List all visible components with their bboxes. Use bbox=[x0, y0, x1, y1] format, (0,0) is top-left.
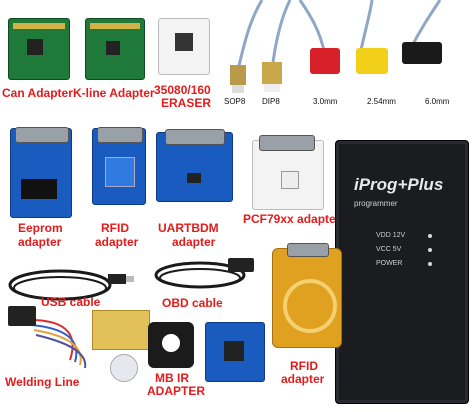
device-brand: iProg+Plus bbox=[354, 175, 444, 194]
mm254-label: 2.54mm bbox=[367, 97, 396, 106]
kline-adapter-board bbox=[85, 18, 145, 80]
device-led1-label: VDD 12V bbox=[376, 232, 406, 239]
pcf-adapter-board bbox=[252, 135, 324, 210]
eeprom-label-1: Eeprom bbox=[18, 221, 63, 235]
pcf-label: PCF79xx adapter bbox=[243, 212, 341, 226]
usb-label: USB cable bbox=[41, 295, 101, 309]
plug-yellow bbox=[356, 48, 388, 74]
sop8-label: SOP8 bbox=[224, 97, 246, 106]
uartbdm-label-1: UARTBDM bbox=[158, 221, 219, 235]
rfid-adapter-board bbox=[92, 127, 146, 205]
device-led2-label: VCC 5V bbox=[376, 246, 402, 253]
eeprom-label-2: adapter bbox=[18, 235, 62, 249]
iprog-device: iProg+Plus programmer VDD 12V VCC 5V POW… bbox=[335, 140, 469, 404]
eraser-board bbox=[158, 18, 210, 75]
sop8-connector bbox=[230, 65, 246, 93]
plug-black bbox=[402, 42, 442, 64]
gold-box bbox=[92, 310, 150, 350]
obd-label: OBD cable bbox=[162, 296, 223, 310]
welding-label: Welding Line bbox=[5, 375, 80, 389]
cd-disc-icon bbox=[110, 354, 138, 382]
plug-red bbox=[310, 48, 340, 74]
led-power-icon bbox=[428, 262, 432, 266]
device-subtitle: programmer bbox=[354, 199, 398, 208]
device-led3-label: POWER bbox=[376, 260, 403, 267]
mbir-label-2: ADAPTER bbox=[147, 384, 206, 398]
eraser-label-2: ERASER bbox=[161, 96, 212, 110]
bottom-blue-board bbox=[205, 322, 265, 382]
rfid2-label-1: RFID bbox=[290, 359, 318, 373]
mbir-adapter bbox=[148, 322, 194, 368]
mm60-label: 6.0mm bbox=[425, 97, 450, 106]
uartbdm-label-2: adapter bbox=[172, 235, 216, 249]
led-vdd-icon bbox=[428, 234, 432, 238]
eraser-label-1: 35080/160 bbox=[154, 83, 211, 97]
dip8-connector bbox=[262, 62, 282, 92]
dip8-label: DIP8 bbox=[262, 97, 280, 106]
rfid2-label-2: adapter bbox=[281, 372, 325, 386]
rfid-label-1: RFID bbox=[101, 221, 129, 235]
eeprom-adapter-board bbox=[10, 127, 72, 218]
mm30-label: 3.0mm bbox=[313, 97, 338, 106]
rfid-coil-adapter bbox=[272, 243, 342, 348]
kline-adapter-label: K-line Adapter bbox=[73, 86, 155, 100]
can-adapter-label: Can Adapter bbox=[2, 86, 73, 100]
can-adapter-board bbox=[8, 18, 70, 80]
uartbdm-adapter-board bbox=[156, 129, 233, 202]
led-vcc-icon bbox=[428, 248, 432, 252]
rfid-label-2: adapter bbox=[95, 235, 139, 249]
mbir-label-1: MB IR bbox=[155, 371, 189, 385]
